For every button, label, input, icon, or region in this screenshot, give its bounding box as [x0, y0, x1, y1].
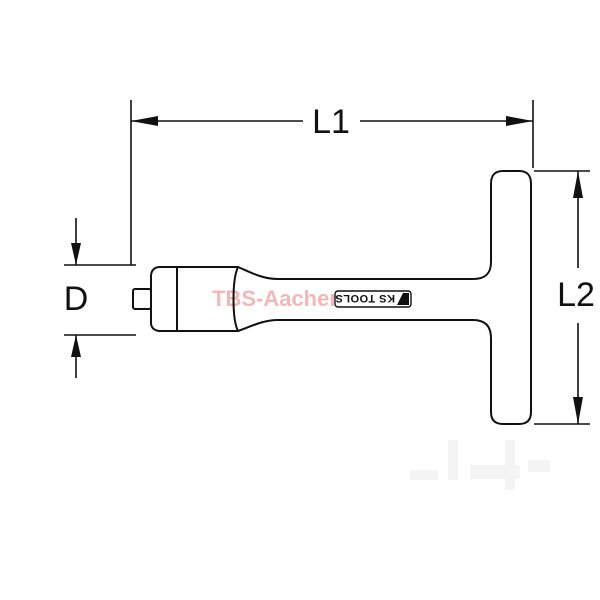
- l1-dimension: [130, 100, 534, 265]
- drive-tip: [132, 288, 152, 310]
- logo-frame: [334, 290, 412, 308]
- d-arrow-bottom: [71, 335, 81, 357]
- shaft-transition-line: [232, 266, 239, 332]
- watermark-ghost-marks: [410, 440, 550, 490]
- watermark-text: TBS-Aachen: [212, 286, 343, 311]
- d-label: D: [64, 280, 89, 318]
- l1-arrow-right: [506, 116, 533, 126]
- tool-outline: [132, 170, 532, 425]
- l1-label: L1: [312, 103, 350, 141]
- ks-tools-logo: KS TOOLS: [334, 290, 412, 308]
- logo-emblem: [397, 293, 409, 305]
- d-arrow-top: [71, 243, 81, 265]
- l2-label: L2: [557, 276, 595, 314]
- l2-arrow-bottom: [573, 397, 583, 424]
- l2-arrow-top: [573, 171, 583, 198]
- shaft-and-handle: [177, 170, 532, 425]
- logo-brand: KS TOOLS: [335, 292, 395, 304]
- l1-arrow-left: [131, 116, 158, 126]
- socket-head: [150, 266, 178, 332]
